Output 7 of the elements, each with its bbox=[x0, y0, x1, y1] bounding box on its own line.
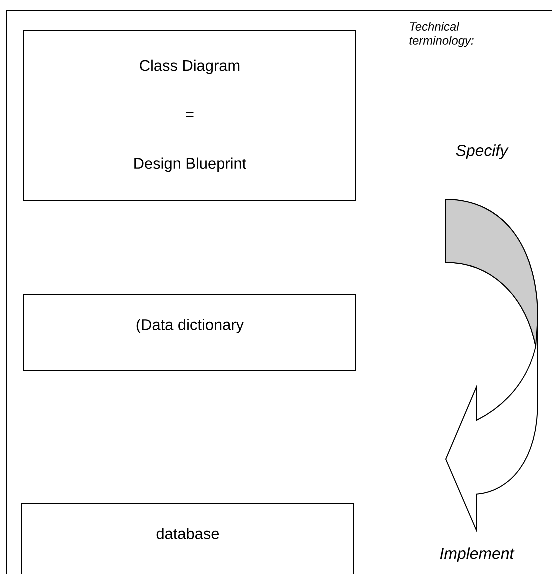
curved-arrow bbox=[446, 199, 538, 532]
text-box: database bbox=[22, 504, 354, 574]
term-label: Implement bbox=[440, 548, 515, 562]
term-label: Specify bbox=[456, 144, 509, 160]
note-text: Technical terminology: bbox=[410, 22, 474, 48]
text-box: (Data dictionary bbox=[24, 294, 356, 372]
text-box: Class Diagram = Design Blueprint bbox=[24, 30, 356, 202]
